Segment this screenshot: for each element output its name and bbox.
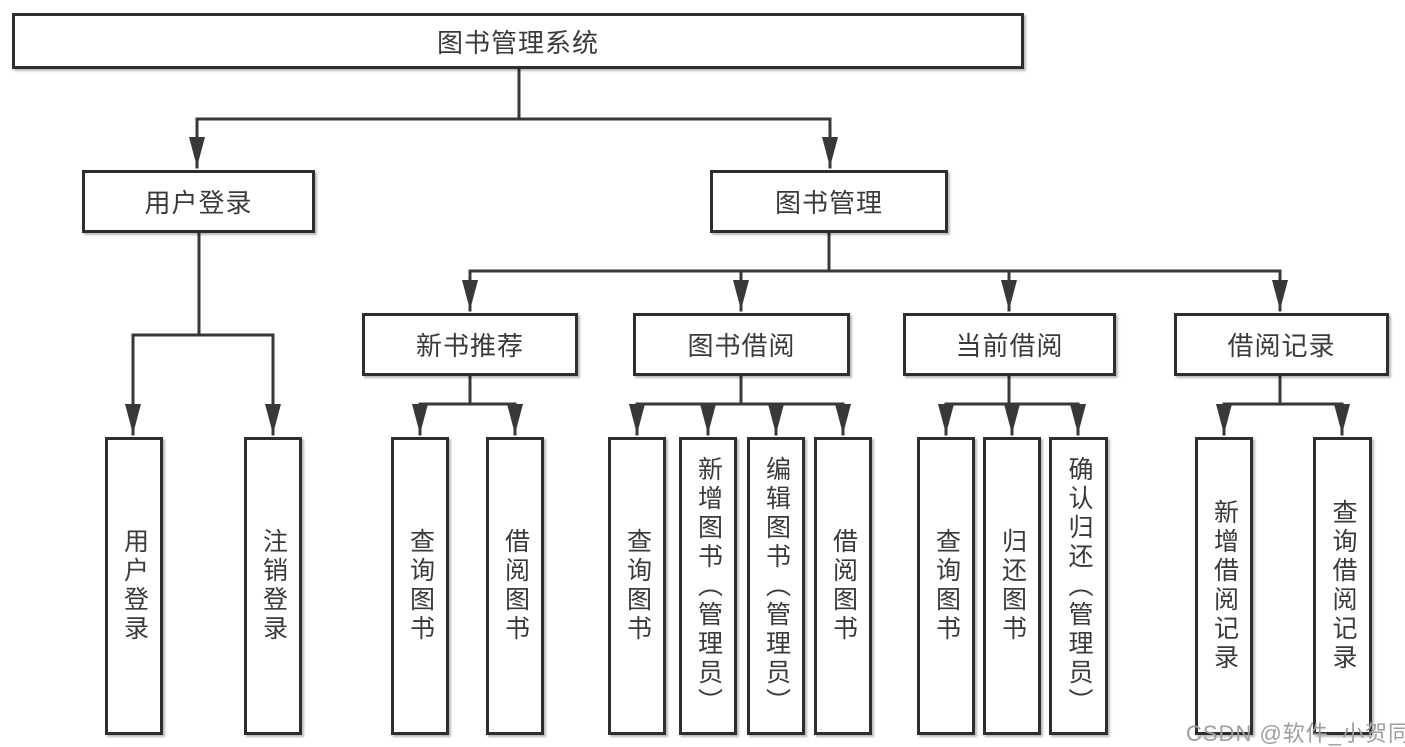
node-new-book-recommend-label: 新书推荐 <box>415 331 524 361</box>
leaf-query-book-current-label: 查询图书 <box>932 528 961 644</box>
node-book-management: 图书管理 <box>710 170 948 233</box>
leaf-user-login: 用户登录 <box>105 437 163 735</box>
node-user-login-label: 用户登录 <box>144 188 253 218</box>
leaf-edit-book-admin-label: 编辑图书（管理员） <box>762 455 791 717</box>
leaf-query-borrow-record: 查询借阅记录 <box>1313 437 1372 735</box>
node-current-borrow-label: 当前借阅 <box>955 331 1064 361</box>
leaf-borrow-book: 借阅图书 <box>814 437 872 735</box>
leaf-confirm-return-admin-label: 确认归还（管理员） <box>1065 455 1093 717</box>
leaf-user-login-label: 用户登录 <box>120 528 149 644</box>
leaf-logout-label: 注销登录 <box>259 528 288 644</box>
leaf-return-book-label: 归还图书 <box>998 528 1027 644</box>
leaf-confirm-return-admin: 确认归还（管理员） <box>1049 437 1108 735</box>
leaf-add-book-admin-label: 新增图书（管理员） <box>694 455 723 717</box>
leaf-query-borrow-record-label: 查询借阅记录 <box>1329 499 1357 673</box>
leaf-query-book-borrow-label: 查询图书 <box>623 528 652 644</box>
node-new-book-recommend: 新书推荐 <box>362 313 578 376</box>
leaf-edit-book-admin: 编辑图书（管理员） <box>747 437 805 735</box>
leaf-query-book-recommend-label: 查询图书 <box>406 528 435 644</box>
leaf-borrow-book-recommend: 借阅图书 <box>486 437 544 735</box>
node-user-login: 用户登录 <box>82 170 315 233</box>
leaf-borrow-book-label: 借阅图书 <box>829 528 858 644</box>
node-current-borrow: 当前借阅 <box>903 313 1116 376</box>
leaf-borrow-book-recommend-label: 借阅图书 <box>501 528 530 644</box>
leaf-return-book: 归还图书 <box>983 437 1041 735</box>
node-root-system-label: 图书管理系统 <box>436 27 599 58</box>
node-book-management-label: 图书管理 <box>774 188 883 218</box>
leaf-logout: 注销登录 <box>244 437 302 735</box>
leaf-add-book-admin: 新增图书（管理员） <box>679 437 737 735</box>
node-book-borrow: 图书借阅 <box>633 313 850 376</box>
leaf-query-book-current: 查询图书 <box>917 437 975 735</box>
leaf-query-book-borrow: 查询图书 <box>608 437 666 735</box>
node-root-system: 图书管理系统 <box>12 13 1024 69</box>
node-book-borrow-label: 图书借阅 <box>687 331 796 361</box>
node-borrow-records: 借阅记录 <box>1174 313 1389 376</box>
leaf-query-book-recommend: 查询图书 <box>391 437 449 735</box>
csdn-watermark: CSDN @软件_小贺同学 <box>1186 721 1405 746</box>
node-borrow-records-label: 借阅记录 <box>1227 331 1336 361</box>
leaf-add-borrow-record: 新增借阅记录 <box>1195 437 1253 735</box>
leaf-add-borrow-record-label: 新增借阅记录 <box>1210 499 1239 673</box>
